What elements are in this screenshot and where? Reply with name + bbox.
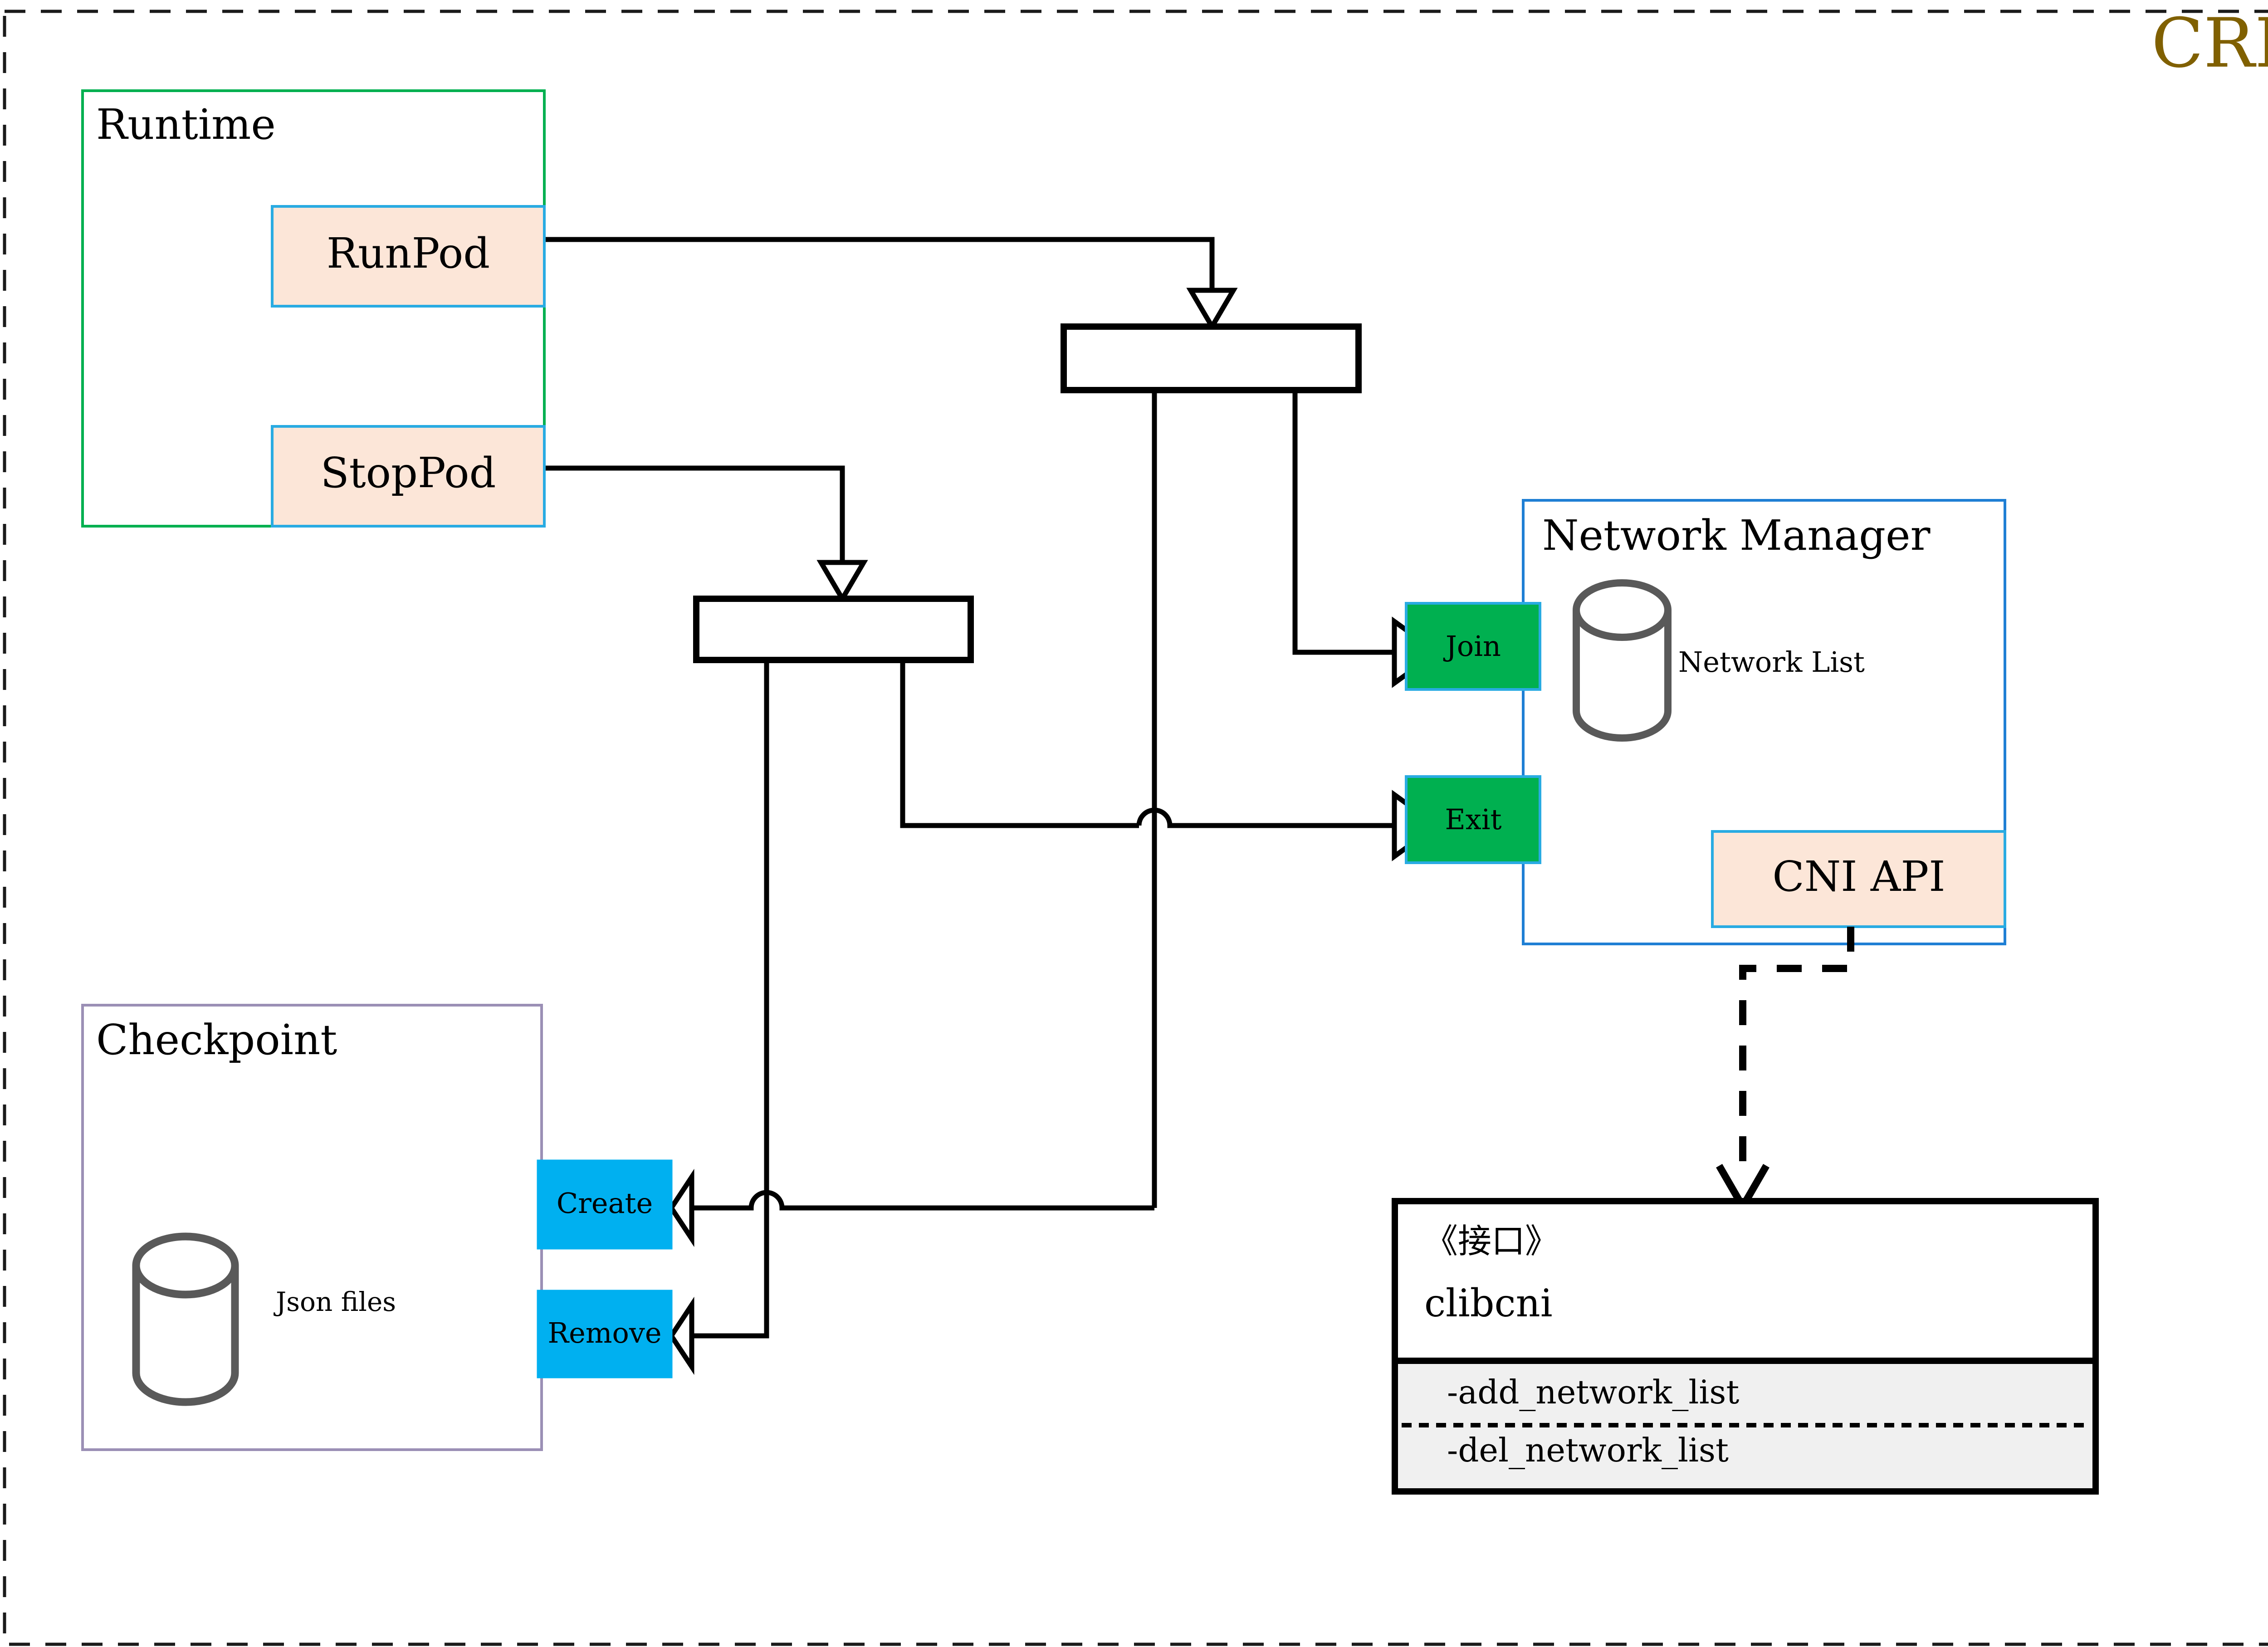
edge-fork-top-right-to-join bbox=[1292, 390, 1394, 655]
connector-lines bbox=[513, 237, 1394, 1339]
arrowhead-into-create bbox=[668, 1168, 694, 1247]
clibcni-stereotype: 《接口》 bbox=[1424, 1222, 1559, 1261]
join-label: Join bbox=[1443, 630, 1501, 663]
cni-api-label: CNI API bbox=[1772, 852, 1945, 901]
create-node[interactable] bbox=[537, 1159, 673, 1250]
network-manager-title: Network Manager bbox=[1542, 511, 1931, 560]
edge-fork-bottom-right-to-exit bbox=[900, 660, 1137, 828]
arrowhead-into-remove bbox=[668, 1296, 694, 1375]
edge-fork-bottom-left-branch bbox=[692, 660, 769, 1339]
runpod-node[interactable] bbox=[271, 205, 546, 308]
remove-node[interactable] bbox=[537, 1290, 673, 1378]
fork-bottom-bar bbox=[693, 596, 974, 663]
json-files-cylinder-icon bbox=[132, 1232, 239, 1406]
edge-exit-horizontal-run bbox=[900, 660, 1139, 828]
clibcni-name: clibcni bbox=[1424, 1281, 1553, 1325]
network-list-cylinder-icon bbox=[1573, 579, 1672, 742]
runtime-title: Runtime bbox=[96, 100, 276, 149]
edge-stoppod-to-fork-bottom bbox=[513, 465, 845, 562]
arrowhead-into-fork-bottom bbox=[816, 560, 868, 604]
clibcni-method-add: -add_network_list bbox=[1447, 1373, 1739, 1411]
page-title: CRI bbox=[2151, 4, 2268, 83]
join-port[interactable] bbox=[1405, 602, 1541, 691]
runpod-label: RunPod bbox=[327, 229, 490, 278]
cni-api-node[interactable] bbox=[1711, 830, 2006, 928]
stoppod-label: StopPod bbox=[321, 449, 496, 497]
edge-to-exit-with-hop bbox=[1136, 807, 1394, 828]
dependency-cni-api-to-clibcni bbox=[1739, 927, 1854, 1173]
remove-label: Remove bbox=[547, 1316, 661, 1349]
page-dashed-border bbox=[3, 10, 2268, 1646]
network-list-label: Network List bbox=[1678, 645, 1865, 679]
exit-label: Exit bbox=[1445, 803, 1502, 836]
edge-runpod-to-fork-top bbox=[513, 237, 1215, 290]
fork-top-bar bbox=[1061, 323, 1362, 393]
edge-to-create-with-hop bbox=[692, 1190, 1154, 1211]
exit-port[interactable] bbox=[1405, 775, 1541, 864]
arrowhead-into-fork-top bbox=[1186, 288, 1238, 332]
json-files-label: Json files bbox=[274, 1286, 396, 1317]
checkpoint-title: Checkpoint bbox=[96, 1016, 337, 1064]
clibcni-method-del: -del_network_list bbox=[1447, 1431, 1729, 1469]
create-label: Create bbox=[557, 1187, 653, 1220]
stoppod-node[interactable] bbox=[271, 425, 546, 528]
